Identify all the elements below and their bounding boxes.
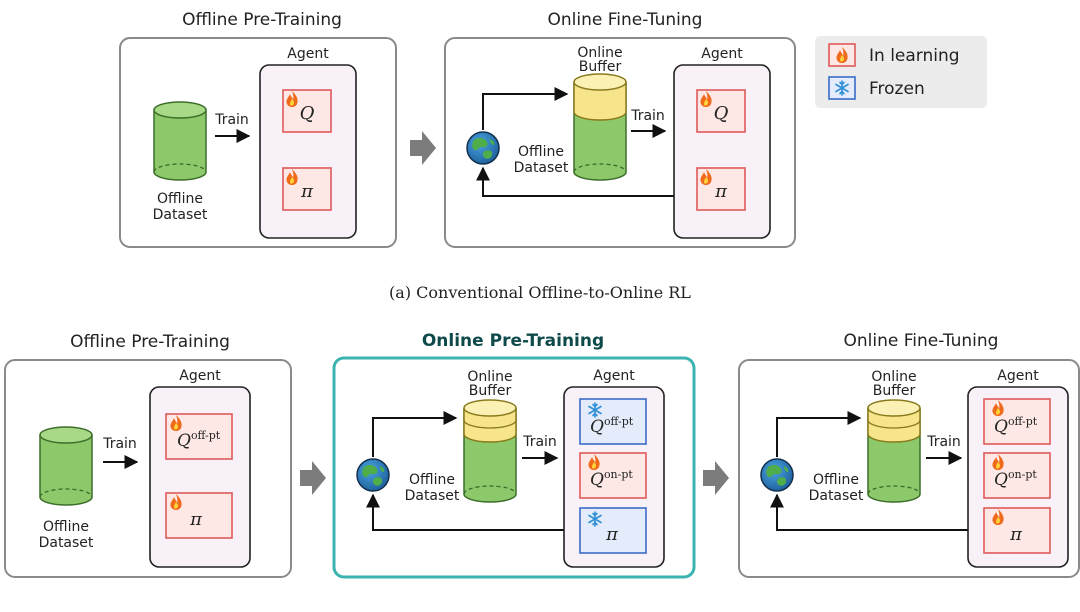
bottom-onlinept-q2-sup: on-pt <box>604 468 633 481</box>
bottom-stage-arrow-1 <box>300 461 326 495</box>
top-offline-pi-label: π <box>300 181 314 202</box>
top-online-policy-to-env-arrow <box>476 166 697 197</box>
bottom-offline-pi-box <box>165 492 233 539</box>
bottom-onlinept-q2-text: Qon-pt <box>590 468 633 490</box>
bottom-onlineft-dataset-label-1: Offline <box>813 472 859 488</box>
top-stage-arrow <box>410 131 436 165</box>
top-online-agent-title: Agent <box>701 46 743 62</box>
bottom-offline-q-label: Q <box>177 431 191 451</box>
top-online-pi-label: π <box>714 181 728 202</box>
bottom-onlineft-dataset-label-2: Dataset <box>809 488 864 504</box>
bottom-onlinept-policy-to-env-arrow <box>366 493 579 531</box>
bottom-onlineft-buffer-label-2: Buffer <box>873 383 916 399</box>
bottom-onlineft-train-label: Train <box>926 434 961 450</box>
bottom-onlinept-dataset-label-1: Offline <box>409 472 455 488</box>
bottom-onlinept-pi-box <box>579 507 647 554</box>
bottom-onlinept-q2-label: Q <box>590 470 604 490</box>
bottom-onlinept-agent-title: Agent <box>593 368 635 384</box>
bottom-onlineft-policy-to-env-arrow <box>770 493 984 531</box>
bottom-onlinept-dataset-label-2: Dataset <box>405 488 460 504</box>
bottom-onlineft-agent-title: Agent <box>997 368 1039 384</box>
bottom-onlinept-q1-box <box>579 398 647 445</box>
bottom-onlinept-buffer-label-2: Buffer <box>469 383 512 399</box>
top-offline-dataset-label-1: Offline <box>157 191 203 207</box>
top-online-buffer-label-1: Online <box>577 45 622 61</box>
bottom-onlinept-train-label: Train <box>522 434 557 450</box>
bottom-offline-agent-title: Agent <box>179 368 221 384</box>
bottom-onlineft-q2-sup: on-pt <box>1008 468 1037 481</box>
legend-frozen-label: Frozen <box>869 79 925 99</box>
top-offline-q-label: Q <box>300 103 315 124</box>
bottom-onlinept-pi-label: π <box>605 524 619 545</box>
bottom-onlinept-title: Online Pre-Training <box>422 331 604 351</box>
bottom-offline-q-box <box>165 413 233 460</box>
bottom-offline-dataset-label-1: Offline <box>43 519 89 535</box>
bottom-onlineft-buffer-label-1: Online <box>871 369 916 385</box>
top-online-buffer-cylinder <box>573 73 627 181</box>
bottom-onlinept-q2-box <box>579 452 647 499</box>
top-online-title: Online Fine-Tuning <box>548 10 703 30</box>
top-online-buffer-label-2: Buffer <box>579 59 622 75</box>
bottom-onlineft-q1-label: Q <box>994 417 1008 437</box>
bottom-onlineft-title: Online Fine-Tuning <box>844 331 999 351</box>
top-online-dataset-label-2: Dataset <box>514 160 569 176</box>
top-online-q-label: Q <box>714 103 729 124</box>
top-offline-agent-title: Agent <box>287 46 329 62</box>
earth-icon <box>356 458 390 492</box>
bottom-onlineft-q1-text: Qoff-pt <box>994 415 1038 437</box>
bottom-offline-q-sup: off-pt <box>191 429 221 442</box>
bottom-offline-dataset-cylinder <box>39 426 93 506</box>
bottom-onlinept-buffer-label-1: Online <box>467 369 512 385</box>
legend-box <box>815 36 987 108</box>
bottom-onlineft-q1-sup: off-pt <box>1008 415 1038 428</box>
bottom-offline-train-label: Train <box>102 436 137 452</box>
top-online-train-label: Train <box>630 108 665 124</box>
top-offline-dataset-cylinder <box>153 101 207 181</box>
bottom-onlineft-q2-text: Qon-pt <box>994 468 1037 490</box>
earth-icon <box>466 131 500 165</box>
bottom-onlineft-env-to-buffer-arrow <box>776 411 862 457</box>
bottom-offline-pi-label: π <box>189 509 203 530</box>
bottom-onlineft-q2-label: Q <box>994 470 1008 490</box>
top-offline-dataset-label-2: Dataset <box>153 207 208 223</box>
bottom-onlinept-buffer-cylinder <box>463 399 517 503</box>
earth-icon <box>760 458 794 492</box>
bottom-onlineft-buffer-cylinder <box>867 399 921 503</box>
top-offline-q-box <box>282 89 332 133</box>
bottom-onlinept-q1-sup: off-pt <box>604 415 634 428</box>
top-offline-title: Offline Pre-Training <box>182 10 342 30</box>
bottom-offline-title: Offline Pre-Training <box>70 332 230 352</box>
bottom-onlineft-pi-label: π <box>1009 524 1023 545</box>
bottom-stage-arrow-2 <box>703 461 729 495</box>
top-caption: (a) Conventional Offline-to-Online RL <box>389 283 691 302</box>
legend-learning-label: In learning <box>869 46 960 66</box>
top-online-dataset-label-1: Offline <box>518 144 564 160</box>
top-offline-train-label: Train <box>214 112 249 128</box>
bottom-onlinept-env-to-buffer-arrow <box>372 411 458 457</box>
bottom-offline-q-text: Qoff-pt <box>177 429 221 451</box>
top-online-env-to-buffer-arrow <box>482 87 569 130</box>
bottom-onlinept-q1-label: Q <box>590 417 604 437</box>
bottom-onlinept-q1-text: Qoff-pt <box>590 415 634 437</box>
bottom-offline-dataset-label-2: Dataset <box>39 535 94 551</box>
